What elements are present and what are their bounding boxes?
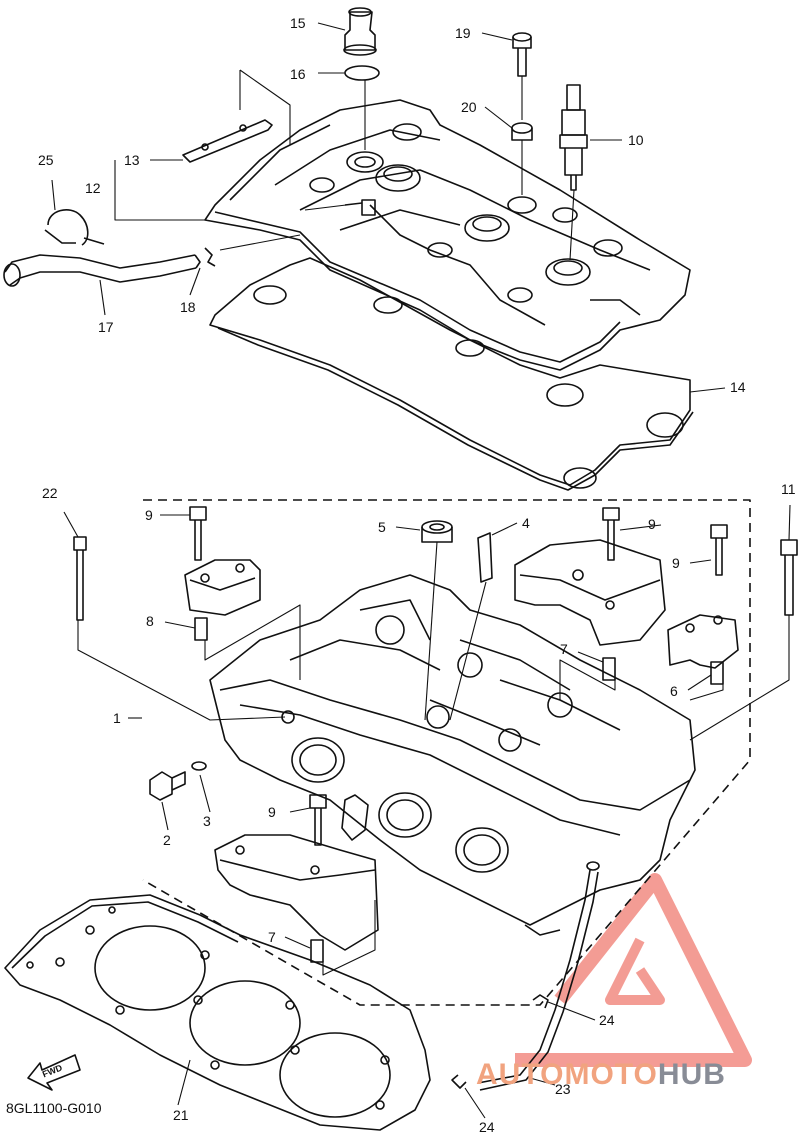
watermark-part2: HUB: [657, 1058, 726, 1091]
dowel-7-b: [310, 939, 324, 963]
callout-24-a: 24: [599, 1012, 615, 1028]
diagram-code: 8GL1100-G010: [6, 1100, 102, 1116]
valve-cover: [204, 99, 691, 371]
callout-9-b: 9: [648, 516, 656, 532]
washer-3: [191, 761, 207, 771]
callout-3: 3: [203, 813, 211, 829]
callout-5: 5: [378, 519, 386, 535]
cam-cap-bottom: [214, 834, 379, 951]
leader-lines: [51, 22, 791, 1119]
bolt-9-c: [710, 524, 728, 576]
bolt-22: [73, 536, 87, 621]
callout-23: 23: [555, 1081, 571, 1097]
callout-13: 13: [124, 152, 140, 168]
guide-4: [477, 532, 493, 583]
callout-7-a: 7: [560, 641, 568, 657]
callout-15: 15: [290, 15, 306, 31]
callout-1: 1: [113, 710, 121, 726]
clip-18: [204, 247, 216, 267]
callout-6: 6: [670, 683, 678, 699]
cam-cap-right-top: [514, 539, 666, 646]
fwd-arrow-icon: [27, 1054, 81, 1091]
callout-10: 10: [628, 132, 644, 148]
callout-4: 4: [522, 515, 530, 531]
callout-8: 8: [146, 613, 154, 629]
dowel-8: [194, 617, 208, 641]
watermark-logo: [515, 873, 752, 1067]
bolt-9-b: [602, 507, 620, 561]
callout-9-c: 9: [672, 555, 680, 571]
seal-5: [421, 520, 453, 543]
callout-14: 14: [730, 379, 746, 395]
callout-16: 16: [290, 66, 306, 82]
callout-2: 2: [163, 832, 171, 848]
callout-9-d: 9: [268, 804, 276, 820]
callout-21: 21: [173, 1107, 189, 1123]
clip-24-a: [532, 994, 549, 1009]
dowel-6: [710, 661, 724, 685]
cam-cap-right-small: [667, 614, 739, 669]
o-ring-16: [344, 65, 380, 81]
callout-22: 22: [42, 485, 58, 501]
callout-12: 12: [85, 180, 101, 196]
oil-filler-cap: [343, 7, 377, 56]
callout-7-b: 7: [268, 929, 276, 945]
callout-25: 25: [38, 152, 54, 168]
hose-23: [477, 861, 600, 1091]
bolt-2: [149, 771, 186, 801]
cylinder-head: [209, 574, 696, 936]
callout-11: 11: [781, 481, 796, 497]
callout-19: 19: [455, 25, 471, 41]
bolt-9-d: [309, 794, 327, 846]
callout-17: 17: [98, 319, 114, 335]
callout-20: 20: [461, 99, 477, 115]
grommet-20: [511, 122, 533, 141]
bolt-9-a: [189, 506, 207, 561]
watermark-text: AUTOMOTOHUB: [476, 1058, 726, 1092]
callout-18: 18: [180, 299, 196, 315]
callout-24-b: 24: [479, 1119, 495, 1135]
head-gasket: [4, 894, 431, 1131]
cam-cap-left-top: [184, 559, 261, 616]
spark-plug: [559, 84, 588, 191]
bolt-19: [512, 32, 532, 77]
clip-24-b: [451, 1074, 467, 1089]
callout-9-a: 9: [145, 507, 153, 523]
watermark-part1: AUTOMOTO: [476, 1058, 658, 1091]
bracket-13: [182, 119, 273, 163]
dashed-assembly-box: [142, 499, 751, 1006]
breather-hose: [3, 209, 201, 287]
valve-cover-gasket: [209, 257, 694, 491]
bolt-11: [780, 539, 798, 616]
